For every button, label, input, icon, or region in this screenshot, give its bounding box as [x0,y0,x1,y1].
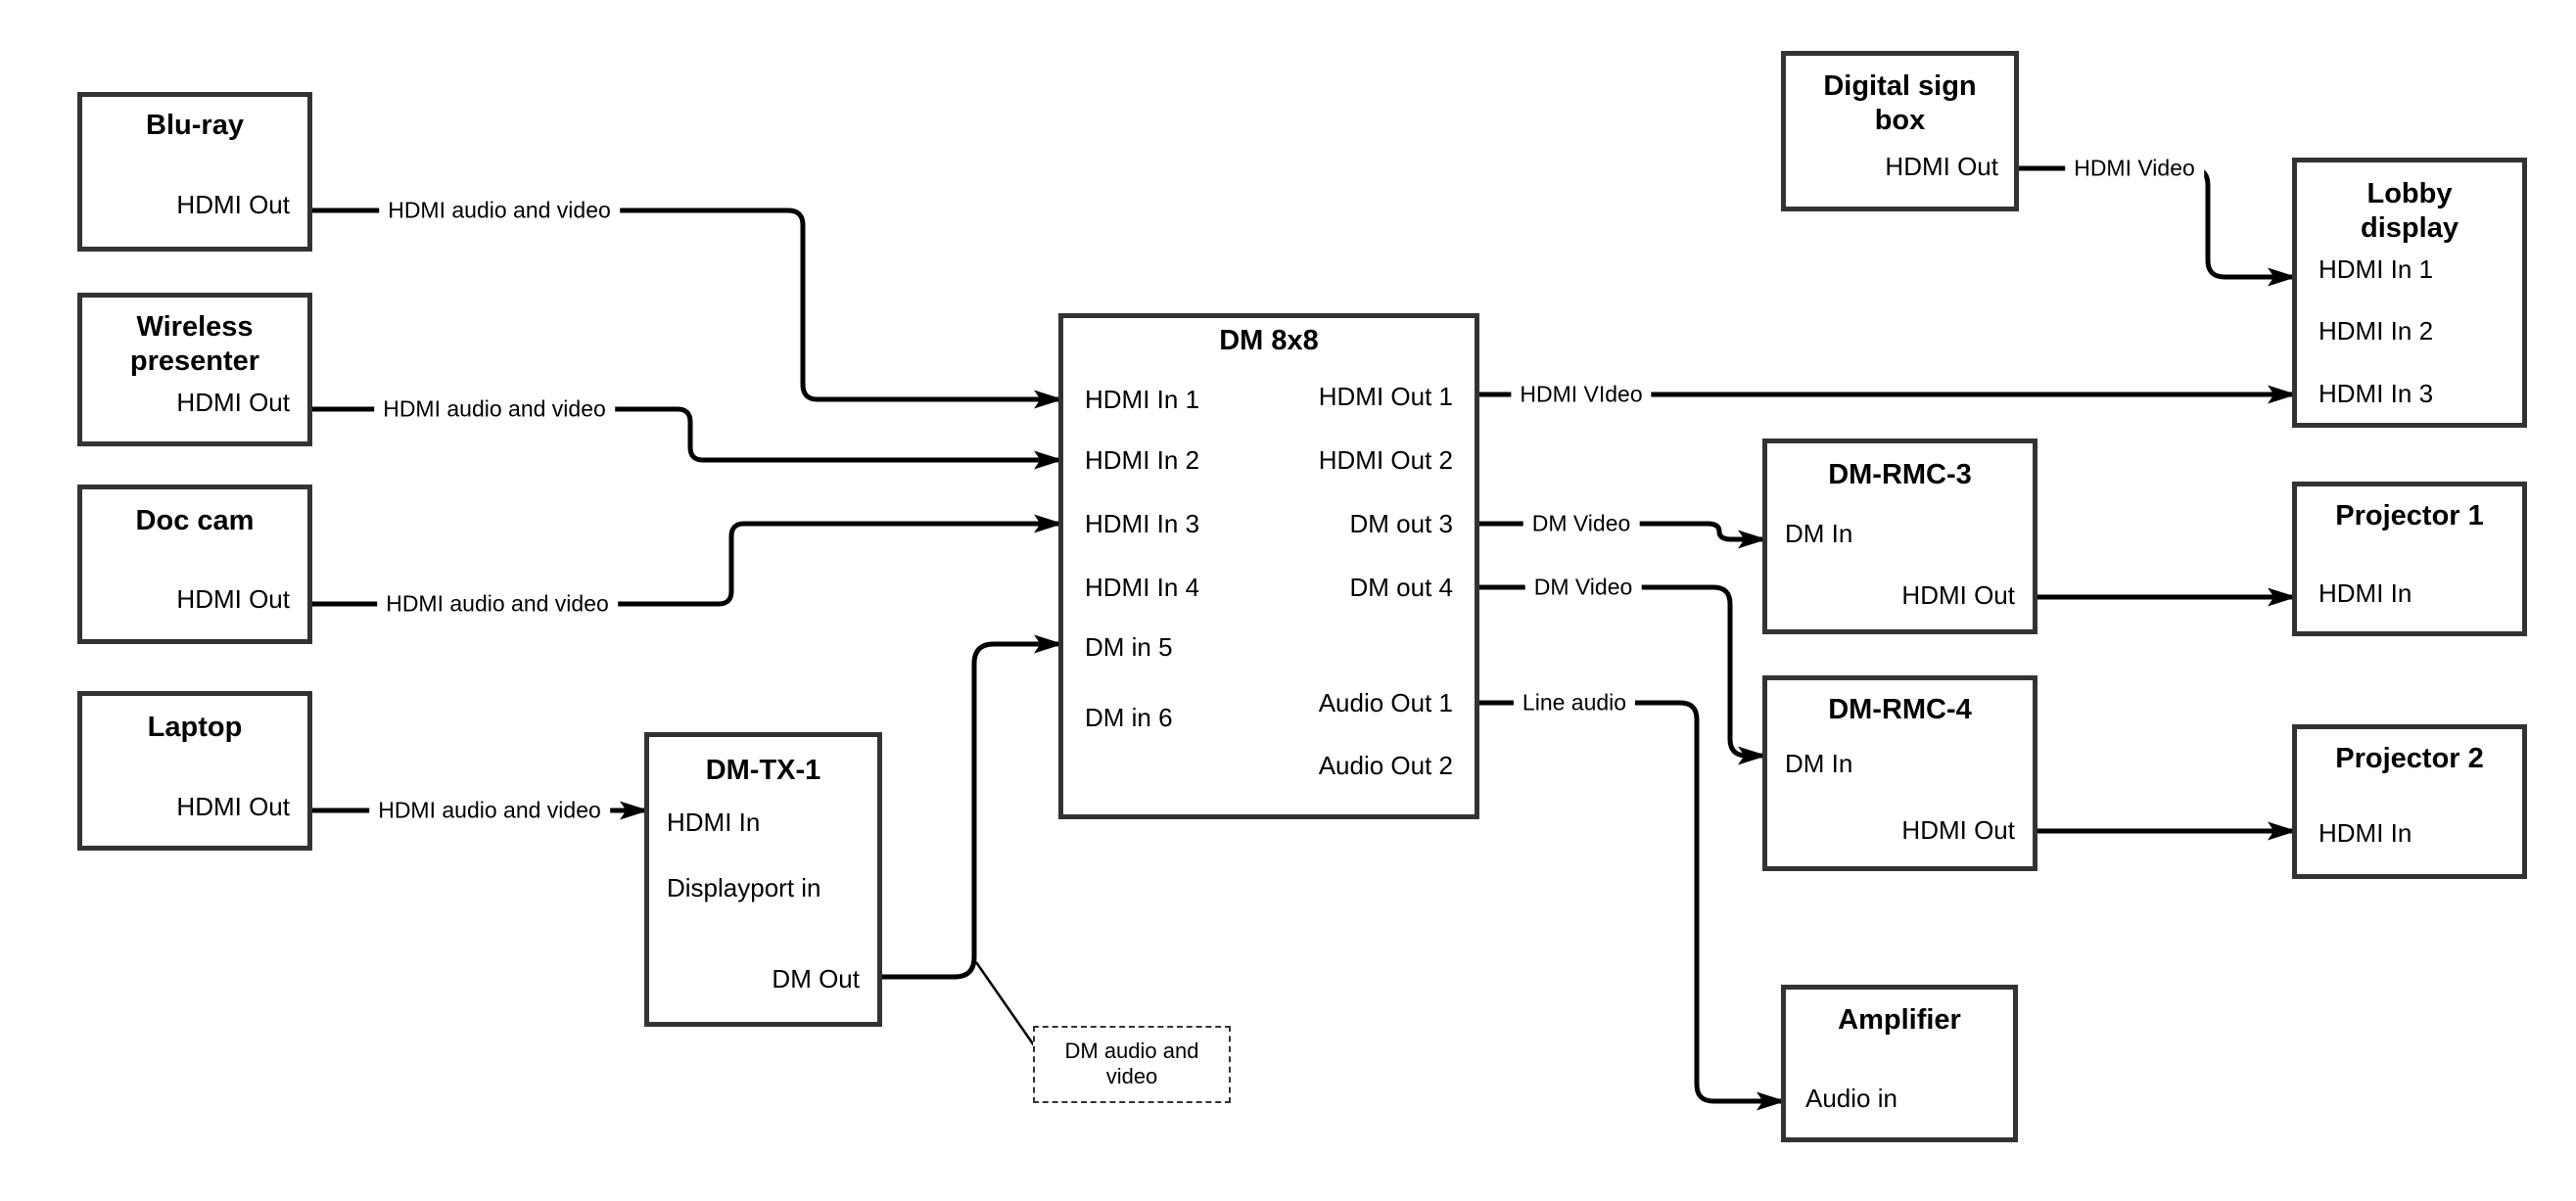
port-proj1-hdmi-in: HDMI In [2318,578,2412,608]
port-dm8x8-hdmi-out-2: HDMI Out 2 [1318,445,1453,475]
note-callout-line [974,961,1036,1046]
node-wireless-title: Wireless presenter [129,311,260,377]
node-proj2-title: Projector 2 [2335,743,2484,774]
node-dm-rmc-3: DM-RMC-3 DM In HDMI Out [1762,439,2037,634]
port-rmc4-hdmi-out: HDMI Out [1901,815,2015,845]
node-dm-8x8: DM 8x8 HDMI In 1 HDMI In 2 HDMI In 3 HDM… [1058,313,1479,819]
edge-dm8x8-out4-to-rmc4 [1475,584,1767,765]
note-text: DM audio and video [1064,1039,1199,1088]
node-sign-title: Digital sign box [1823,70,1977,136]
node-dm-tx-1: DM-TX-1 HDMI In Displayport in DM Out [644,732,882,1027]
port-amp-audio-in: Audio in [1805,1084,1897,1113]
port-dm8x8-hdmi-in-3: HDMI In 3 [1085,509,1200,538]
edge-dmtx1-to-dm8x8-in5 [878,634,1063,980]
port-rmc3-dm-in: DM In [1785,519,1853,548]
port-dm8x8-hdmi-out-1: HDMI Out 1 [1318,382,1453,411]
edge-wireless-to-dm8x8-in2 [308,406,1063,470]
node-projector-1: Projector 1 HDMI In [2292,482,2527,636]
node-lobby-title: Lobby display [2361,178,2459,244]
edge-label-out4: DM Video [1524,573,1642,602]
node-dm8x8-title: DM 8x8 [1219,325,1319,356]
port-dm8x8-dm-in-5: DM in 5 [1085,632,1173,662]
edge-label-bluray: HDMI audio and video [379,196,620,225]
node-bluray-title: Blu-ray [146,110,244,141]
port-dm8x8-dm-out-3: DM out 3 [1349,509,1454,538]
node-doc-cam: Doc cam HDMI Out [77,485,312,644]
node-proj1-title: Projector 1 [2335,500,2484,531]
edge-label-doccam: HDMI audio and video [377,589,618,619]
port-rmc3-hdmi-out: HDMI Out [1901,580,2015,610]
edge-dm8x8-out3-to-rmc3 [1475,521,1767,549]
edge-label-wireless: HDMI audio and video [374,394,615,424]
port-dm8x8-audio-out-1: Audio Out 1 [1318,688,1453,717]
edge-dm8x8-aout1-to-amp [1475,700,1786,1111]
port-sign-hdmi-out: HDMI Out [1885,152,1998,181]
port-dm8x8-dm-out-4: DM out 4 [1349,573,1454,602]
node-digital-sign-box: Digital sign box HDMI Out [1781,51,2019,211]
node-bluray: Blu-ray HDMI Out [77,92,312,252]
port-rmc4-dm-in: DM In [1785,749,1853,778]
note-dm-audio-video: DM audio and video [1033,1026,1231,1103]
port-bluray-hdmi-out: HDMI Out [176,190,290,219]
port-doccam-hdmi-out: HDMI Out [176,584,290,614]
port-wireless-hdmi-out: HDMI Out [176,388,290,417]
port-dmtx1-displayport-in: Displayport in [667,873,821,902]
port-proj2-hdmi-in: HDMI In [2318,818,2412,848]
port-dm8x8-hdmi-in-1: HDMI In 1 [1085,385,1200,414]
edge-label-aout1: Line audio [1513,688,1636,717]
node-projector-2: Projector 2 HDMI In [2292,724,2527,879]
port-dm8x8-hdmi-in-2: HDMI In 2 [1085,445,1200,475]
edge-label-out3: DM Video [1522,509,1640,538]
node-rmc4-title: DM-RMC-4 [1828,694,1972,725]
port-lobby-hdmi-in-2: HDMI In 2 [2318,316,2434,346]
node-amplifier: Amplifier Audio in [1781,985,2018,1142]
node-laptop: Laptop HDMI Out [77,691,312,851]
edge-label-sign: HDMI Video [2065,154,2204,183]
node-amp-title: Amplifier [1838,1004,1961,1036]
edge-doccam-to-dm8x8-in3 [308,514,1063,607]
port-dmtx1-dm-out: DM Out [772,964,860,993]
port-dm8x8-dm-in-6: DM in 6 [1085,703,1173,732]
edge-label-out1: HDMI VIdeo [1511,380,1652,409]
port-dm8x8-hdmi-in-4: HDMI In 4 [1085,573,1200,602]
edge-label-laptop: HDMI audio and video [369,796,610,825]
node-rmc3-title: DM-RMC-3 [1828,459,1972,490]
node-laptop-title: Laptop [147,712,243,743]
edge-sign-to-lobby-in1 [2015,165,2297,287]
node-dmtx1-title: DM-TX-1 [705,755,821,786]
node-doccam-title: Doc cam [135,505,255,536]
edge-bluray-to-dm8x8-in1 [308,208,1063,409]
port-laptop-hdmi-out: HDMI Out [176,792,290,821]
port-lobby-hdmi-in-3: HDMI In 3 [2318,379,2434,408]
node-wireless-presenter: Wireless presenter HDMI Out [77,293,312,446]
node-lobby-display: Lobby display HDMI In 1 HDMI In 2 HDMI I… [2292,158,2527,428]
port-lobby-hdmi-in-1: HDMI In 1 [2318,254,2434,284]
port-dmtx1-hdmi-in: HDMI In [667,808,761,837]
port-dm8x8-audio-out-2: Audio Out 2 [1318,751,1453,780]
node-dm-rmc-4: DM-RMC-4 DM In HDMI Out [1762,675,2037,871]
